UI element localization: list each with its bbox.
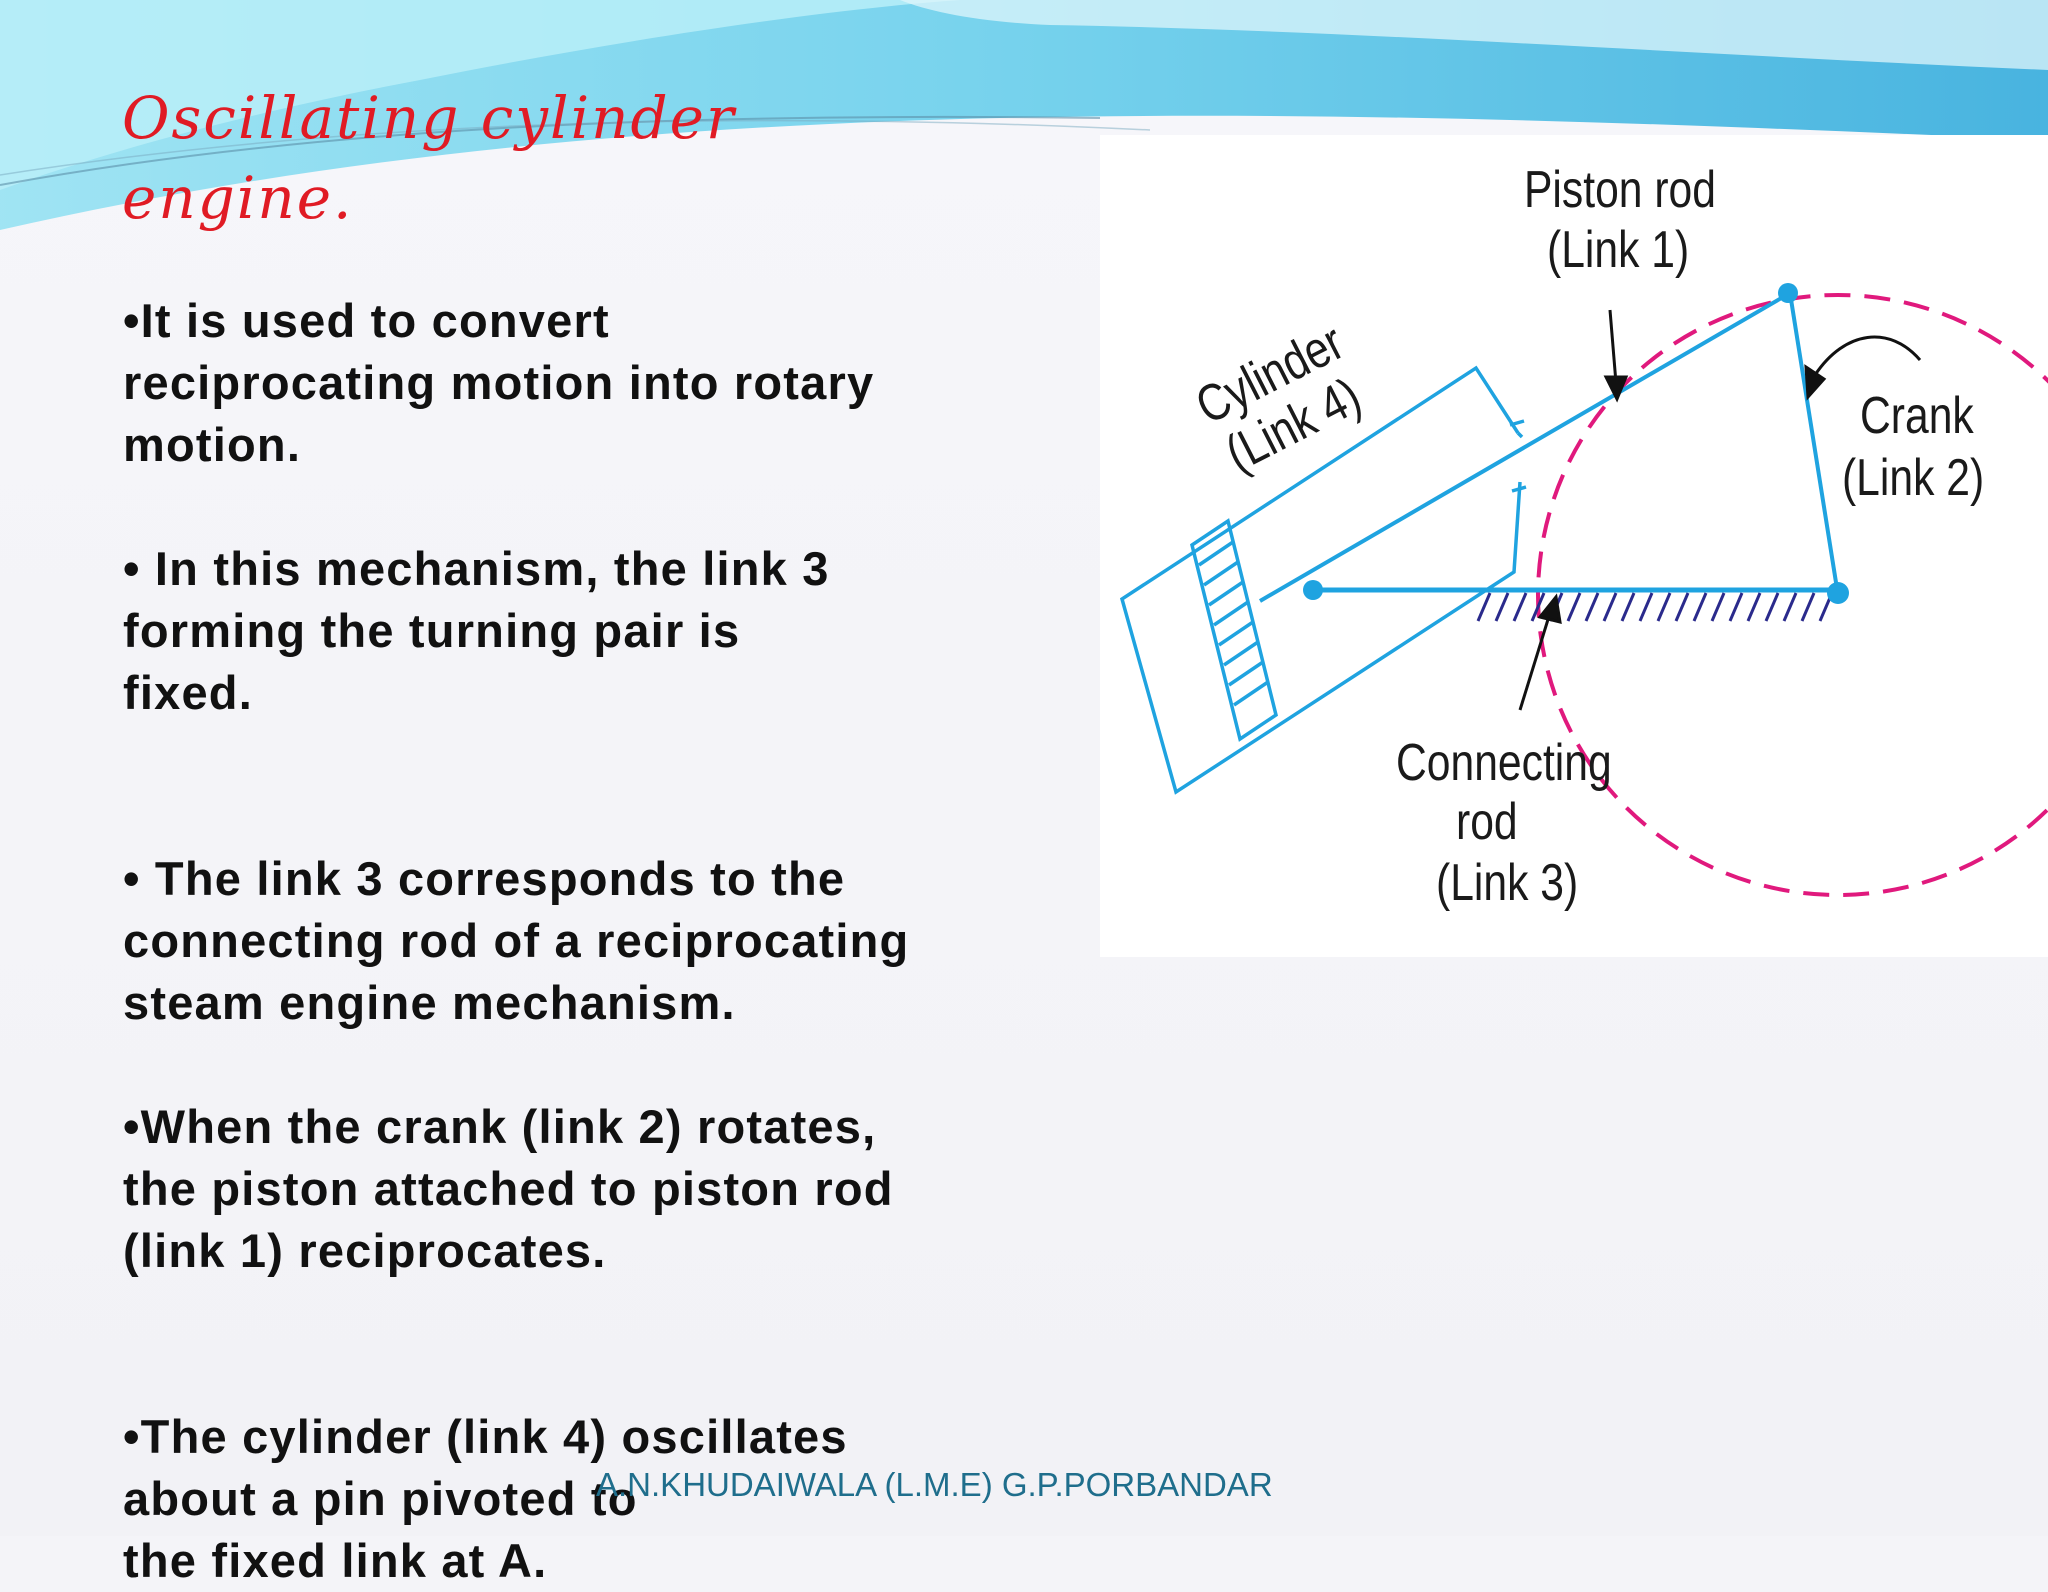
joint-pin-icon [1827,582,1849,604]
oscillating-cylinder-diagram: Piston rod (Link 1) Cylinder (Link 4) Cr… [1119,161,2048,912]
bullet-item: •It is used to convert reciprocating mot… [123,294,875,471]
piston-rod-label: Piston rod [1524,161,1716,219]
label-pointer-arrows [1518,309,1922,711]
cylinder-link-4 [1119,365,1527,795]
header-wave-decoration [0,0,2048,230]
bullet-item: •The cylinder (link 4) oscillates about … [123,1410,848,1587]
crank-link-2 [1788,292,1840,596]
connecting-rod-label-link: (Link 3) [1436,854,1578,912]
crank-label: Crank [1860,387,1974,445]
bullet-item: •When the crank (link 2) rotates, the pi… [123,1100,894,1277]
connecting-rod-label: Connecting [1396,734,1612,792]
slide-footer: A.N.KHUDAIWALA (L.M.E) G.P.PORBANDAR [596,1466,1273,1503]
bullet-item: • The link 3 corresponds to the connecti… [123,852,910,1029]
slide-title: Oscillating cylinder engine. [122,84,736,232]
diagram-panel [1100,135,2048,957]
joint-pin-icon [1778,283,1798,303]
bullet-item: • In this mechanism, the link 3 forming … [123,542,830,719]
crank-label-link: (Link 2) [1842,449,1984,507]
fixed-link-hatch [1476,592,1834,622]
connecting-rod-label-rod: rod [1456,793,1518,851]
piston-rod-link-1 [1258,291,1792,603]
piston-rod-label-link: (Link 1) [1547,221,1689,279]
joint-pin-icon [1303,580,1323,600]
crank-path-circle [1536,293,2048,897]
bullet-list: •It is used to convert reciprocating mot… [123,290,1083,1592]
